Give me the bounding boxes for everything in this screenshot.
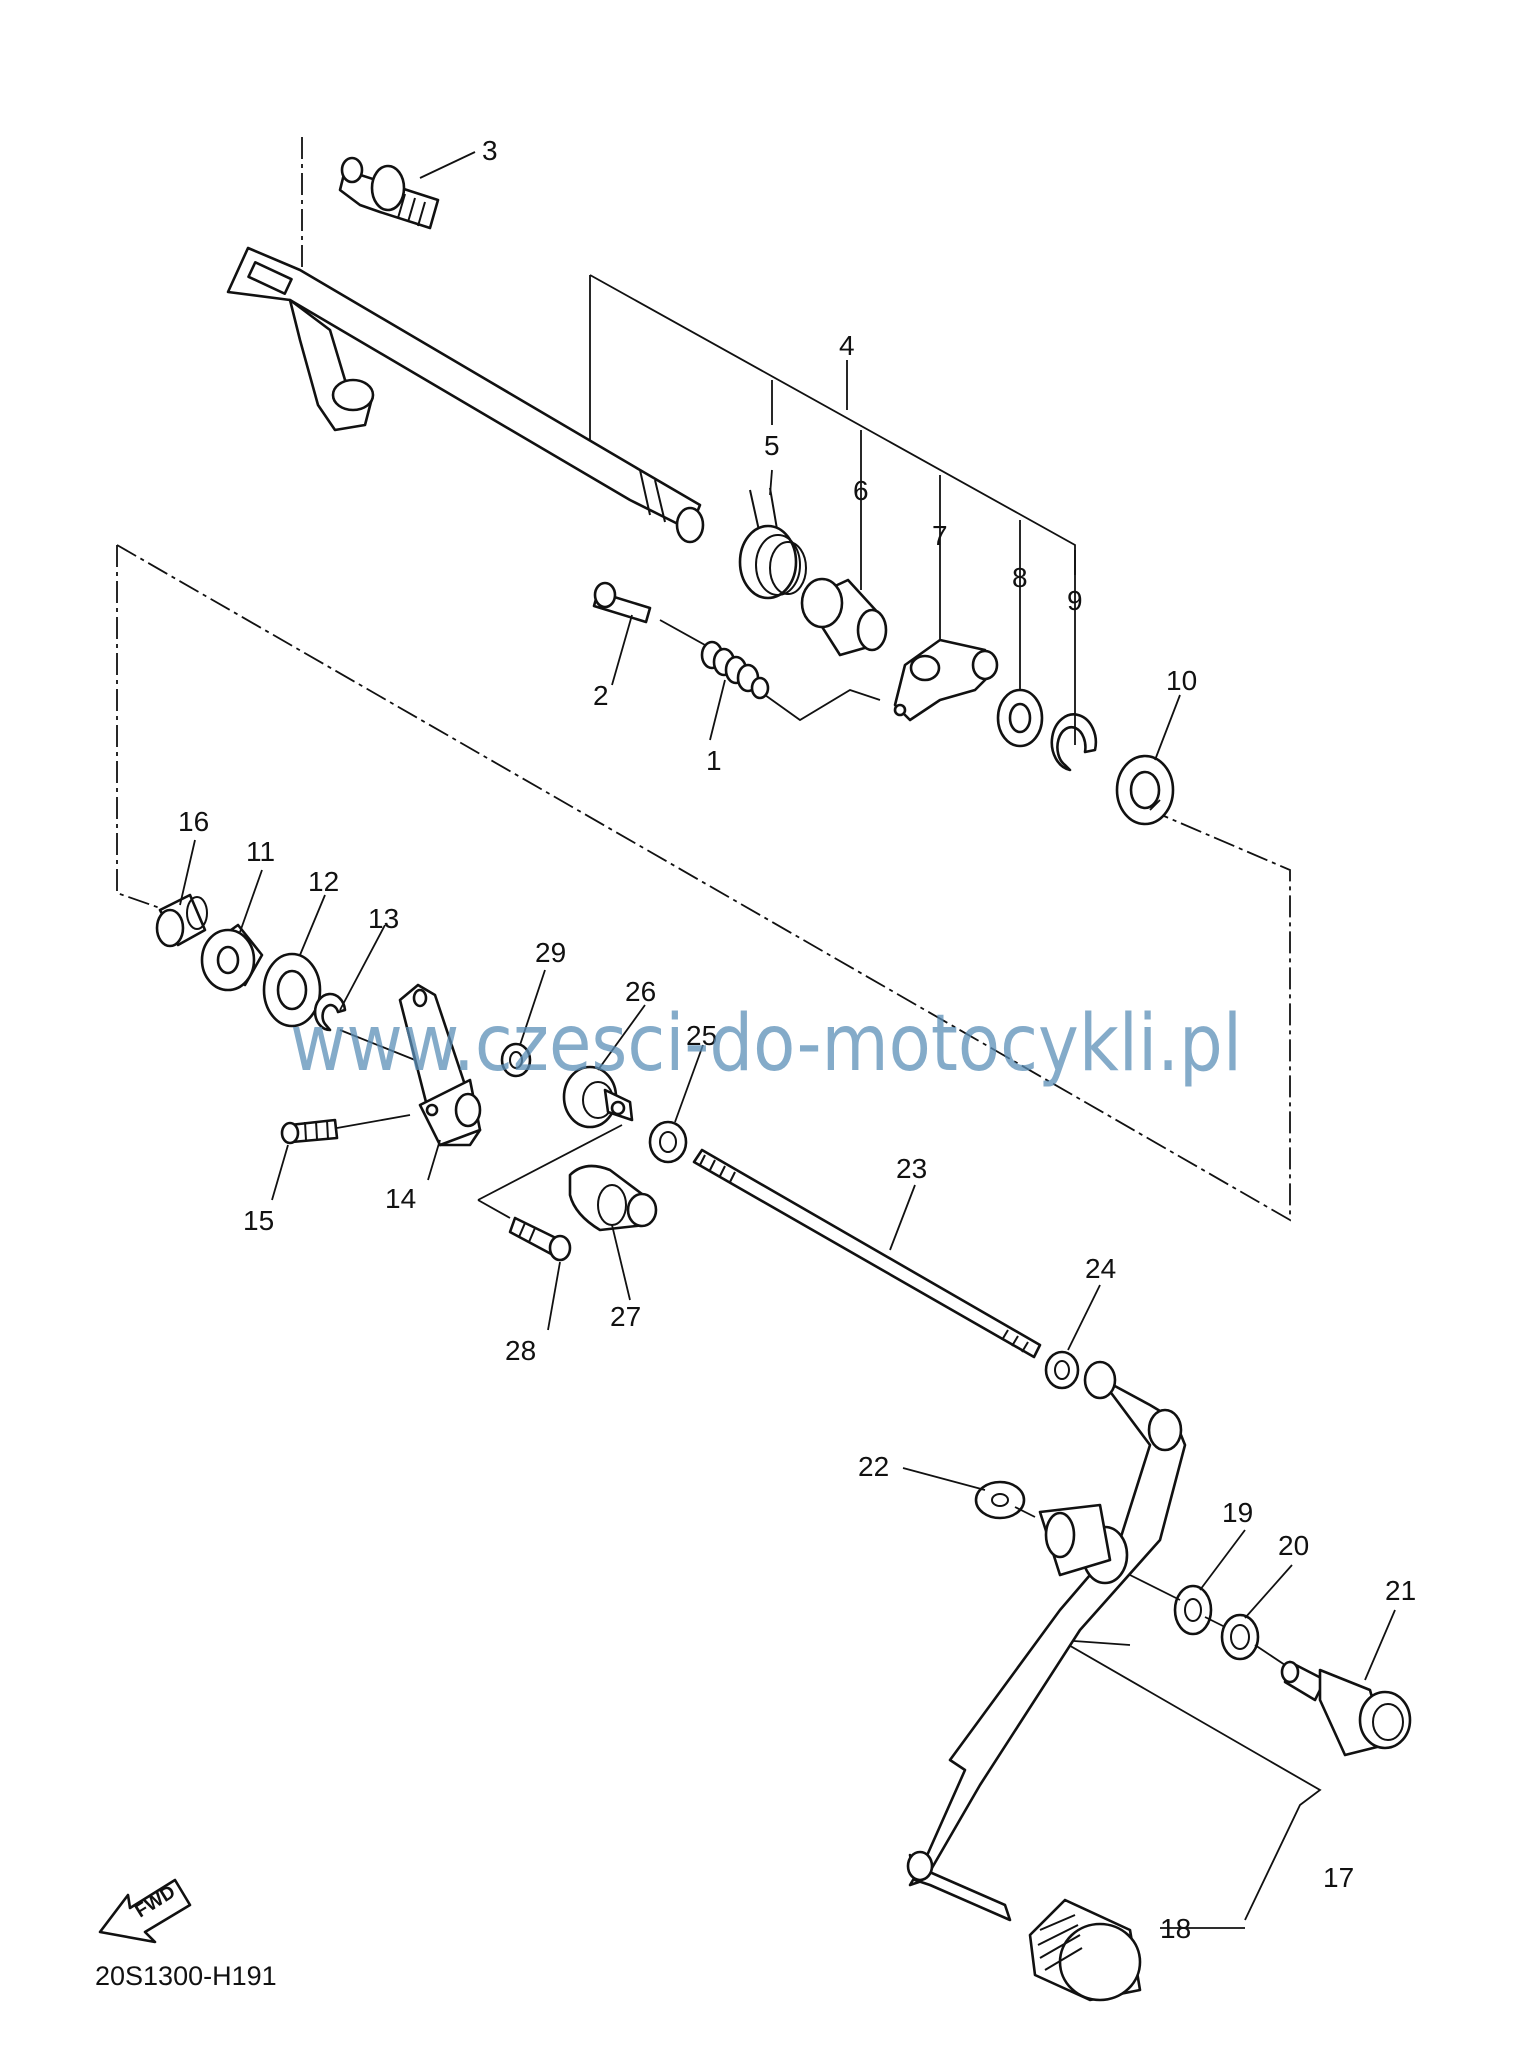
- callout-25: 25: [686, 1020, 717, 1051]
- callout-labels: 1 2 3 4 5 6 7 8 9 10 11 12 13 14 15 16 1…: [178, 135, 1416, 1944]
- part-18-pedal-rubber: [1028, 1898, 1142, 2002]
- callout-24: 24: [1085, 1253, 1116, 1284]
- part-23-shift-rod: [692, 1148, 1042, 1359]
- fwd-arrow-icon: FWD: [98, 1878, 192, 1944]
- callout-14: 14: [385, 1183, 416, 1214]
- callout-6: 6: [853, 475, 869, 506]
- callout-10: 10: [1166, 665, 1197, 696]
- callout-20: 20: [1278, 1530, 1309, 1561]
- part-19-washer: [1129, 1574, 1213, 1636]
- part-2-bolt: [592, 581, 652, 624]
- part-11-bushing: [200, 923, 264, 992]
- callout-17: 17: [1323, 1862, 1354, 1893]
- watermark-text: www.czesci-do-motocykli.pl: [290, 999, 1242, 1089]
- callout-28: 28: [505, 1335, 536, 1366]
- part-3-bolt: [338, 156, 440, 230]
- callout-9: 9: [1067, 585, 1083, 616]
- part-15-screw: [280, 1114, 411, 1145]
- part-5-spring: [738, 487, 807, 600]
- part-29-collar: [500, 1042, 532, 1078]
- callout-5: 5: [764, 430, 780, 461]
- callout-26: 26: [625, 976, 656, 1007]
- callout-18: 18: [1160, 1913, 1191, 1944]
- part-12-washer: [262, 952, 322, 1028]
- callout-3: 3: [482, 135, 498, 166]
- part-1-spring: [659, 619, 881, 722]
- callout-23: 23: [896, 1153, 927, 1184]
- part-7-shift-arm: [893, 638, 999, 722]
- callout-12: 12: [308, 866, 339, 897]
- callout-16: 16: [178, 806, 209, 837]
- part-10-washer: [1115, 754, 1175, 826]
- part-9-circlip: [1050, 713, 1098, 772]
- callout-21: 21: [1385, 1575, 1416, 1606]
- callout-11: 11: [246, 836, 275, 867]
- callout-22: 22: [858, 1451, 889, 1482]
- part-21-pivot-bolt: [1254, 1644, 1412, 1757]
- part-26-rod-end: [562, 1065, 634, 1129]
- part-8-washer: [996, 688, 1044, 748]
- part-28-bolt: [477, 1124, 623, 1262]
- part-27-boot: [568, 1164, 658, 1232]
- callout-19: 19: [1222, 1497, 1253, 1528]
- part-24-nut: [1044, 1350, 1080, 1390]
- part-16-bearing: [155, 893, 208, 948]
- part-6-collar: [800, 577, 888, 657]
- part-14-lever: [339, 983, 482, 1147]
- shift-shaft: [226, 246, 705, 544]
- callout-1: 1: [706, 745, 722, 776]
- callout-15: 15: [243, 1205, 274, 1236]
- callout-29: 29: [535, 937, 566, 968]
- callout-8: 8: [1012, 562, 1028, 593]
- callout-4: 4: [839, 330, 855, 361]
- part-25-nut: [648, 1120, 688, 1164]
- part-20-circlip: [1204, 1613, 1260, 1661]
- part-13-circlip: [313, 992, 347, 1032]
- callout-7: 7: [932, 520, 948, 551]
- part-22-washer: [974, 1480, 1036, 1520]
- part-17-shift-pedal: [906, 1360, 1187, 1922]
- callout-13: 13: [368, 903, 399, 934]
- callout-leaders: [179, 151, 1396, 1929]
- callout-2: 2: [593, 680, 609, 711]
- callout-27: 27: [610, 1301, 641, 1332]
- drawing-code: 20S1300-H191: [95, 1961, 277, 1991]
